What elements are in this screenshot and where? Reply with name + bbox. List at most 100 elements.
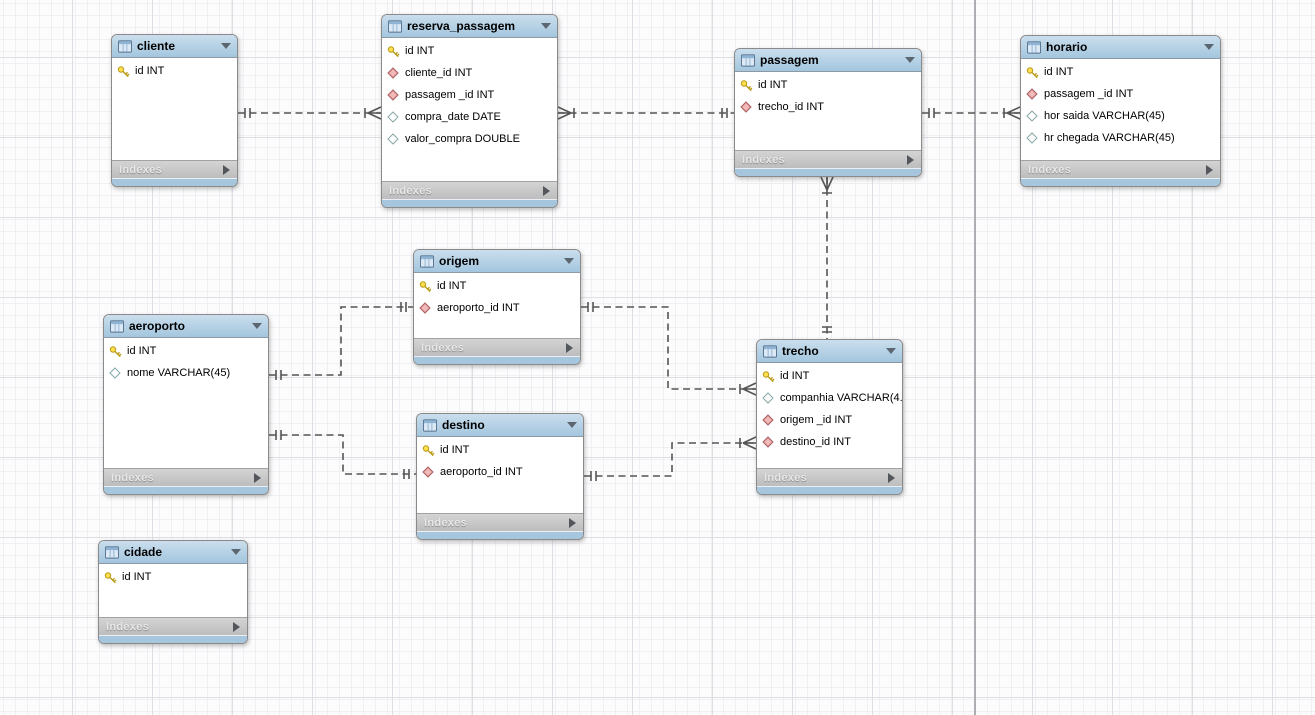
table-header[interactable]: destino — [417, 414, 583, 437]
table-header[interactable]: cliente — [112, 35, 237, 58]
primary-key-icon — [387, 45, 401, 58]
table-title: horario — [1046, 40, 1199, 54]
column-row[interactable]: valor_compra DOUBLE — [382, 128, 557, 150]
table-destino[interactable]: destinoid INTaeroporto_id INTIndexes — [416, 413, 584, 540]
relationship-line-origem-trecho[interactable] — [581, 307, 756, 389]
column-row[interactable]: id INT — [112, 60, 237, 82]
indexes-bar[interactable]: Indexes — [1021, 160, 1220, 178]
table-header[interactable]: trecho — [757, 340, 902, 363]
table-header[interactable]: aeroporto — [104, 315, 268, 338]
expand-arrow-icon[interactable] — [569, 518, 576, 528]
primary-key-icon — [762, 370, 776, 383]
columns-list: id INTaeroporto_id INT — [417, 437, 583, 513]
expand-arrow-icon[interactable] — [543, 186, 550, 196]
expand-arrow-icon[interactable] — [254, 473, 261, 483]
collapse-caret-icon[interactable] — [252, 323, 262, 329]
column-row[interactable]: nome VARCHAR(45) — [104, 362, 268, 384]
collapse-caret-icon[interactable] — [567, 422, 577, 428]
indexes-label: Indexes — [389, 185, 432, 197]
table-origem[interactable]: origem id INTaeroporto_id INT Indexes — [413, 249, 581, 365]
indexes-label: Indexes — [421, 342, 464, 354]
table-title: aeroporto — [129, 319, 247, 333]
expand-arrow-icon[interactable] — [888, 473, 895, 483]
column-row[interactable]: destino_id INT — [757, 431, 902, 453]
table-cliente[interactable]: clienteid INT Indexes — [111, 34, 238, 187]
column-row[interactable]: id INT — [104, 340, 268, 362]
column-label: compra_date DATE — [405, 111, 501, 123]
column-row[interactable]: cliente_id INT — [382, 62, 557, 84]
indexes-bar[interactable]: Indexes — [112, 160, 237, 178]
column-row[interactable]: id INT — [1021, 61, 1220, 83]
indexes-bar[interactable]: Indexes — [757, 468, 902, 486]
table-cidade[interactable]: cidadeid INT Indexes — [98, 540, 248, 644]
columns-list: id INT — [112, 58, 237, 160]
column-row[interactable]: id INT — [735, 74, 921, 96]
table-bottom-strip — [417, 531, 583, 539]
relationship-line-destino-trecho[interactable] — [584, 443, 756, 476]
table-header[interactable]: passagem — [735, 49, 921, 72]
indexes-bar[interactable]: Indexes — [99, 617, 247, 635]
columns-list: id INT nome VARCHAR(45) — [104, 338, 268, 468]
table-title: origem — [439, 254, 559, 268]
table-passagem[interactable]: passagemid INTtrecho_id INT Indexes — [734, 48, 922, 177]
column-row[interactable]: id INT — [417, 439, 583, 461]
column-row[interactable]: id INT — [99, 566, 247, 588]
relationship-line-aeroporto-origem[interactable] — [269, 307, 413, 375]
cardinality-markers-cliente-reserva_passagem — [245, 107, 381, 119]
nullable-icon — [1026, 132, 1040, 144]
expand-arrow-icon[interactable] — [907, 155, 914, 165]
column-label: companhia VARCHAR(4... — [780, 392, 902, 404]
indexes-bar[interactable]: Indexes — [104, 468, 268, 486]
foreign-key-icon — [740, 101, 754, 113]
expand-arrow-icon[interactable] — [1206, 165, 1213, 175]
column-label: hor saida VARCHAR(45) — [1044, 110, 1165, 122]
table-header[interactable]: reserva_passagem — [382, 15, 557, 38]
indexes-label: Indexes — [119, 164, 162, 176]
relationship-line-aeroporto-destino[interactable] — [269, 435, 416, 474]
table-bottom-strip — [99, 635, 247, 643]
collapse-caret-icon[interactable] — [886, 348, 896, 354]
column-row[interactable]: id INT — [757, 365, 902, 387]
column-row[interactable]: compra_date DATE — [382, 106, 557, 128]
indexes-bar[interactable]: Indexes — [382, 181, 557, 199]
collapse-caret-icon[interactable] — [221, 43, 231, 49]
column-label: nome VARCHAR(45) — [127, 367, 230, 379]
table-aeroporto[interactable]: aeroporto id INT nome VARCHAR(45) Indexes — [103, 314, 269, 495]
table-header[interactable]: cidade — [99, 541, 247, 564]
column-row[interactable]: passagem _id INT — [1021, 83, 1220, 105]
column-row[interactable]: id INT — [382, 40, 557, 62]
column-label: passagem _id INT — [405, 89, 494, 101]
table-header[interactable]: origem — [414, 250, 580, 273]
expand-arrow-icon[interactable] — [223, 165, 230, 175]
column-row[interactable]: id INT — [414, 275, 580, 297]
table-reserva_passagem[interactable]: reserva_passagemid INTcliente_id INT pass… — [381, 14, 558, 208]
nullable-icon — [762, 392, 776, 404]
collapse-caret-icon[interactable] — [905, 57, 915, 63]
collapse-caret-icon[interactable] — [231, 549, 241, 555]
indexes-bar[interactable]: Indexes — [735, 150, 921, 168]
table-icon — [1027, 41, 1041, 54]
table-header[interactable]: horario — [1021, 36, 1220, 59]
column-row[interactable]: passagem _id INT — [382, 84, 557, 106]
column-row[interactable]: hor saida VARCHAR(45) — [1021, 105, 1220, 127]
collapse-caret-icon[interactable] — [564, 258, 574, 264]
table-icon — [423, 419, 437, 432]
column-row[interactable]: trecho_id INT — [735, 96, 921, 118]
column-row[interactable]: aeroporto_id INT — [414, 297, 580, 319]
column-row[interactable]: companhia VARCHAR(4... — [757, 387, 902, 409]
indexes-bar[interactable]: Indexes — [414, 338, 580, 356]
collapse-caret-icon[interactable] — [1204, 44, 1214, 50]
collapse-caret-icon[interactable] — [541, 23, 551, 29]
table-horario[interactable]: horario id INTpassagem _id INT hor saida V… — [1020, 35, 1221, 187]
table-trecho[interactable]: trechoid INT companhia VARCHAR(4... origem… — [756, 339, 903, 495]
column-row[interactable]: hr chegada VARCHAR(45) — [1021, 127, 1220, 149]
expand-arrow-icon[interactable] — [566, 343, 573, 353]
expand-arrow-icon[interactable] — [233, 622, 240, 632]
table-icon — [110, 320, 124, 333]
indexes-bar[interactable]: Indexes — [417, 513, 583, 531]
column-row[interactable]: aeroporto_id INT — [417, 461, 583, 483]
column-row[interactable]: origem _id INT — [757, 409, 902, 431]
nullable-icon — [109, 367, 123, 379]
column-label: id INT — [127, 345, 156, 357]
